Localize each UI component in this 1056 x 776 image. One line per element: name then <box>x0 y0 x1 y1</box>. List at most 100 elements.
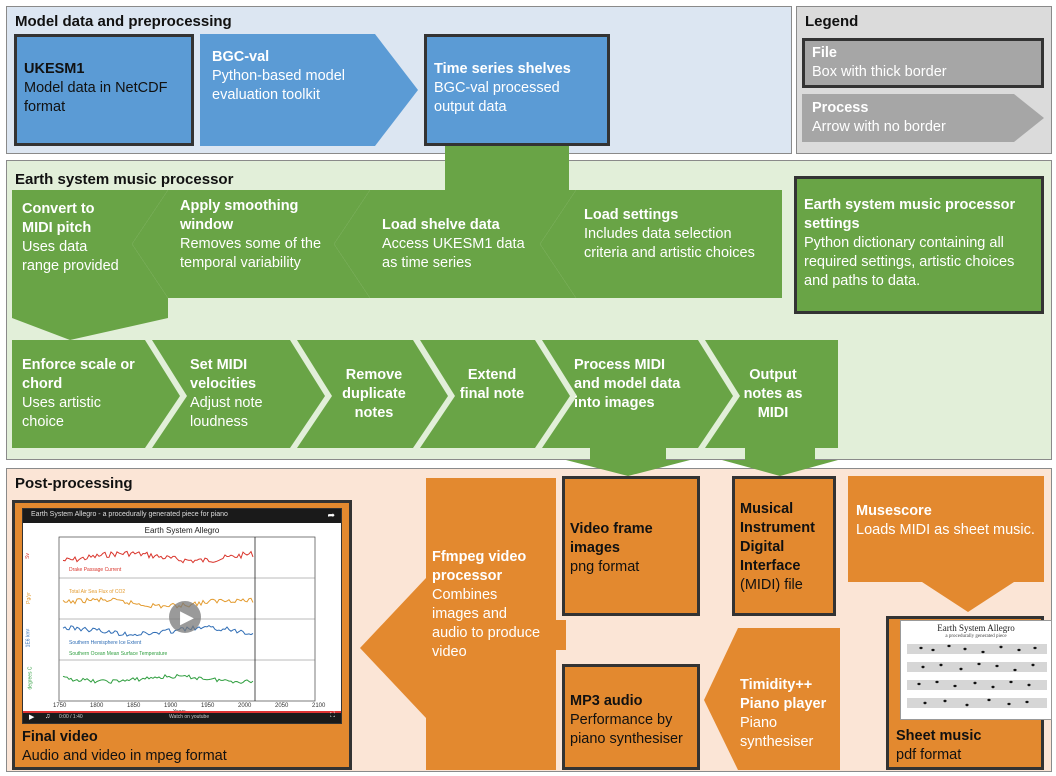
video-header-text: Earth System Allegro - a procedurally ge… <box>31 511 228 518</box>
video-series-label-co2: Total Air Sea Flux of CO2 <box>69 589 126 595</box>
extend-title: Extend final note <box>459 367 525 402</box>
legend-file-label: File Box with thick border <box>812 44 1032 82</box>
video-progress-bar[interactable] <box>23 711 341 713</box>
load-settings-label: Load settings Includes data selection cr… <box>584 206 774 263</box>
final-video-label: Final video Audio and video in mpeg form… <box>22 728 342 766</box>
xtick: 2100 <box>312 703 326 709</box>
frames-title: Video frame images <box>570 521 653 556</box>
scale-label: Enforce scale or chord Uses artistic cho… <box>22 356 142 432</box>
fullscreen-icon[interactable]: ⛶ <box>330 712 335 719</box>
mp3-title: MP3 audio <box>570 693 643 709</box>
sheet-title: Sheet music <box>896 728 982 744</box>
legend-process-arrow <box>802 94 1044 142</box>
smoothing-title: Apply smoothing window <box>180 198 299 233</box>
series-sst <box>62 673 254 684</box>
process-midi-title: Process MIDI and model data into images <box>574 357 681 411</box>
ukesm1-label: UKESM1 Model data in NetCDF format <box>24 60 184 117</box>
process-midi-arrow <box>542 340 733 448</box>
mp3-label: MP3 audio Performance by piano synthesis… <box>570 692 698 749</box>
sheet-staves <box>907 644 1047 708</box>
bgcval-arrow <box>200 34 418 146</box>
settings-file-box <box>794 176 1044 314</box>
smoothing-desc: Removes some of the temporal variability <box>180 236 322 271</box>
video-ylabel-3: degrees C <box>27 666 34 690</box>
legend-file-desc: Box with thick border <box>812 64 947 80</box>
scale-desc: Uses artistic choice <box>22 395 101 430</box>
musescore-label: Musescore Loads MIDI as sheet music. <box>856 502 1036 540</box>
output-notes-title: Output notes as MIDI <box>743 367 803 421</box>
timidity-desc: Piano synthesiser <box>740 715 814 750</box>
load-settings-arrow <box>540 190 782 298</box>
series-drake <box>62 550 254 564</box>
shelves-connector <box>445 146 569 190</box>
processor-section-title: Earth system music processor <box>15 171 234 188</box>
midi-pitch-label: Convert to MIDI pitch Uses data range pr… <box>22 200 122 276</box>
musescore-desc: Loads MIDI as sheet music. <box>856 522 1035 538</box>
smoothing-label: Apply smoothing window Removes some of t… <box>180 197 330 273</box>
frames-to-ffmpeg-tab <box>556 620 566 650</box>
ffmpeg-desc: Combines images and audio to produce vid… <box>432 587 541 660</box>
ukesm1-title: UKESM1 <box>24 61 85 77</box>
output-notes-label: Output notes as MIDI <box>738 366 808 423</box>
xtick: 1850 <box>127 703 141 709</box>
legend-process-title: Process <box>812 100 869 116</box>
xtick: 1950 <box>201 703 215 709</box>
output-notes-arrow <box>705 340 838 448</box>
duplicates-label: Remove duplicate notes <box>332 366 416 423</box>
duplicates-arrow <box>297 340 448 448</box>
shelves-title: Time series shelves <box>434 61 571 77</box>
midi-file-desc: (MIDI) file <box>740 577 803 593</box>
final-video-title: Final video <box>22 729 98 745</box>
ukesm1-desc: Model data in NetCDF format <box>24 80 168 115</box>
video-thumbnail[interactable]: Earth System Allegro - a procedurally ge… <box>22 508 342 724</box>
load-settings-desc: Includes data selection criteria and art… <box>584 226 755 261</box>
midi-file-label: Musical Instrument Digital Interface (MI… <box>740 500 836 595</box>
midi-down-arrow <box>722 448 838 476</box>
frames-label: Video frame images png format <box>570 520 694 577</box>
video-ylabel-2: 1E6 km² <box>25 628 32 648</box>
legend-file-box <box>802 38 1044 88</box>
frames-file-box <box>562 476 700 616</box>
play-control-icon[interactable]: ▶ <box>29 714 35 721</box>
video-share-icon[interactable]: ➦ <box>327 510 335 520</box>
settings-desc: Python dictionary containing all require… <box>804 235 1015 289</box>
velocities-arrow <box>152 340 325 448</box>
ffmpeg-arrow <box>360 478 556 770</box>
midi-file-title: Musical Instrument Digital Interface <box>740 501 815 574</box>
sheet-thumb-title: Earth System Allegro <box>937 623 1015 633</box>
midi-file-box <box>732 476 836 616</box>
bgcval-title: BGC-val <box>212 49 270 65</box>
velocities-desc: Adjust note loudness <box>190 395 263 430</box>
shelves-file-box <box>424 34 610 146</box>
load-settings-title: Load settings <box>584 207 679 223</box>
xtick: 2000 <box>238 703 252 709</box>
midi-pitch-title: Convert to MIDI pitch <box>22 201 95 236</box>
sheet-label: Sheet music pdf format <box>896 727 1036 765</box>
post-section-title: Post-processing <box>15 475 133 492</box>
velocities-title: Set MIDI velocities <box>190 357 257 392</box>
video-xticks: 1750 1800 1850 1900 1950 2000 2050 2100 <box>53 703 341 711</box>
extend-arrow <box>420 340 570 448</box>
video-chart-title: Earth System Allegro <box>144 526 220 535</box>
video-footer[interactable]: Watch on youtube <box>169 714 210 720</box>
series-co2 <box>62 596 254 609</box>
video-series-label-ice: Southern Hemisphere Ice Extent <box>69 640 142 646</box>
final-video-desc: Audio and video in mpeg format <box>22 748 227 764</box>
ffmpeg-title: Ffmpeg video processor <box>432 549 527 584</box>
legend-file-title: File <box>812 45 837 61</box>
musescore-title: Musescore <box>856 503 932 519</box>
xtick: 2050 <box>275 703 289 709</box>
sheet-desc: pdf format <box>896 747 962 763</box>
frames-desc: png format <box>570 559 640 575</box>
load-shelve-arrow <box>334 190 576 298</box>
video-play-button[interactable] <box>169 601 201 633</box>
play-icon: ▶ <box>180 607 194 627</box>
smoothing-arrow <box>132 190 370 298</box>
timidity-arrow <box>704 628 840 770</box>
volume-icon[interactable]: ♫ <box>45 713 51 720</box>
sheet-music-thumbnail: Earth System Allegro a procedurally gene… <box>900 620 1052 720</box>
shelves-label: Time series shelves BGC-val processed ou… <box>434 60 604 117</box>
model-section-title: Model data and preprocessing <box>15 13 232 30</box>
scale-title: Enforce scale or chord <box>22 357 135 392</box>
